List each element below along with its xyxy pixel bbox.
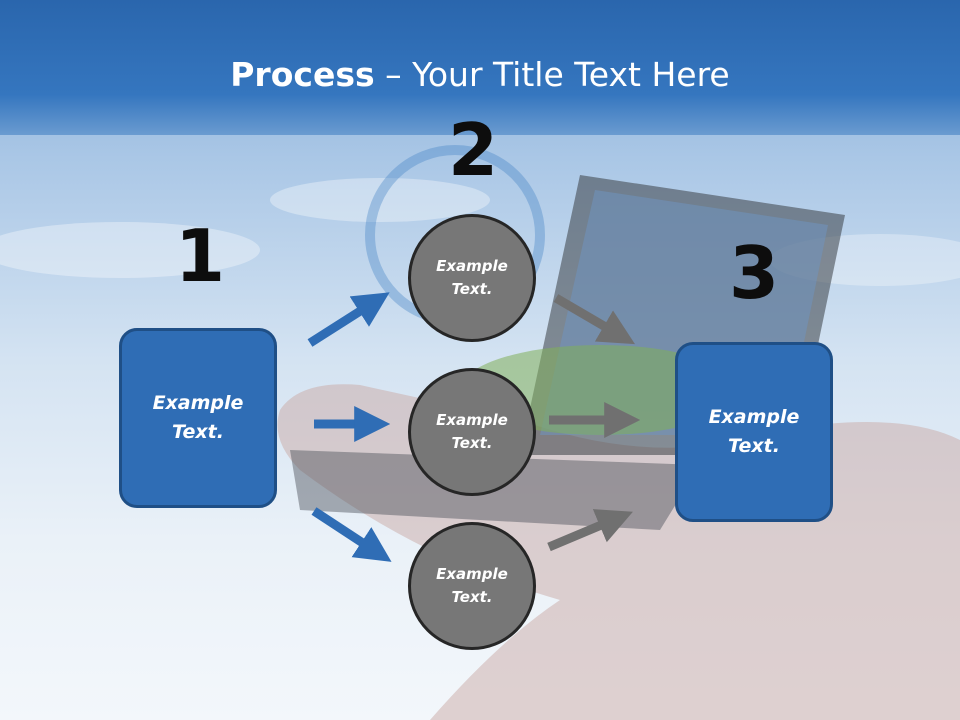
blue-arrow-up xyxy=(307,292,390,347)
circle-middle: Example Text. xyxy=(408,368,536,496)
gray-arrow-down xyxy=(553,294,635,345)
gray-arrow-up xyxy=(547,509,633,552)
step-1-box: Example Text. xyxy=(119,328,277,508)
blue-arrow-down xyxy=(311,507,392,562)
title-rest: – Your Title Text Here xyxy=(374,55,730,94)
step-number-3: 3 xyxy=(728,231,780,315)
circle-top: Example Text. xyxy=(408,214,536,342)
circle-middle-text: Example Text. xyxy=(436,411,508,452)
step-3-box: Example Text. xyxy=(675,342,833,522)
title-bold: Process xyxy=(230,55,375,94)
step-1-text: Example Text. xyxy=(152,392,244,443)
circle-bottom: Example Text. xyxy=(408,522,536,650)
step-3-text: Example Text. xyxy=(708,406,800,457)
step-number-1: 1 xyxy=(174,214,226,298)
slide-title: Process – Your Title Text Here xyxy=(0,50,960,100)
step-number-2: 2 xyxy=(447,108,499,192)
circle-top-text: Example Text. xyxy=(436,257,508,298)
circle-bottom-text: Example Text. xyxy=(436,565,508,606)
header-band xyxy=(0,0,960,135)
